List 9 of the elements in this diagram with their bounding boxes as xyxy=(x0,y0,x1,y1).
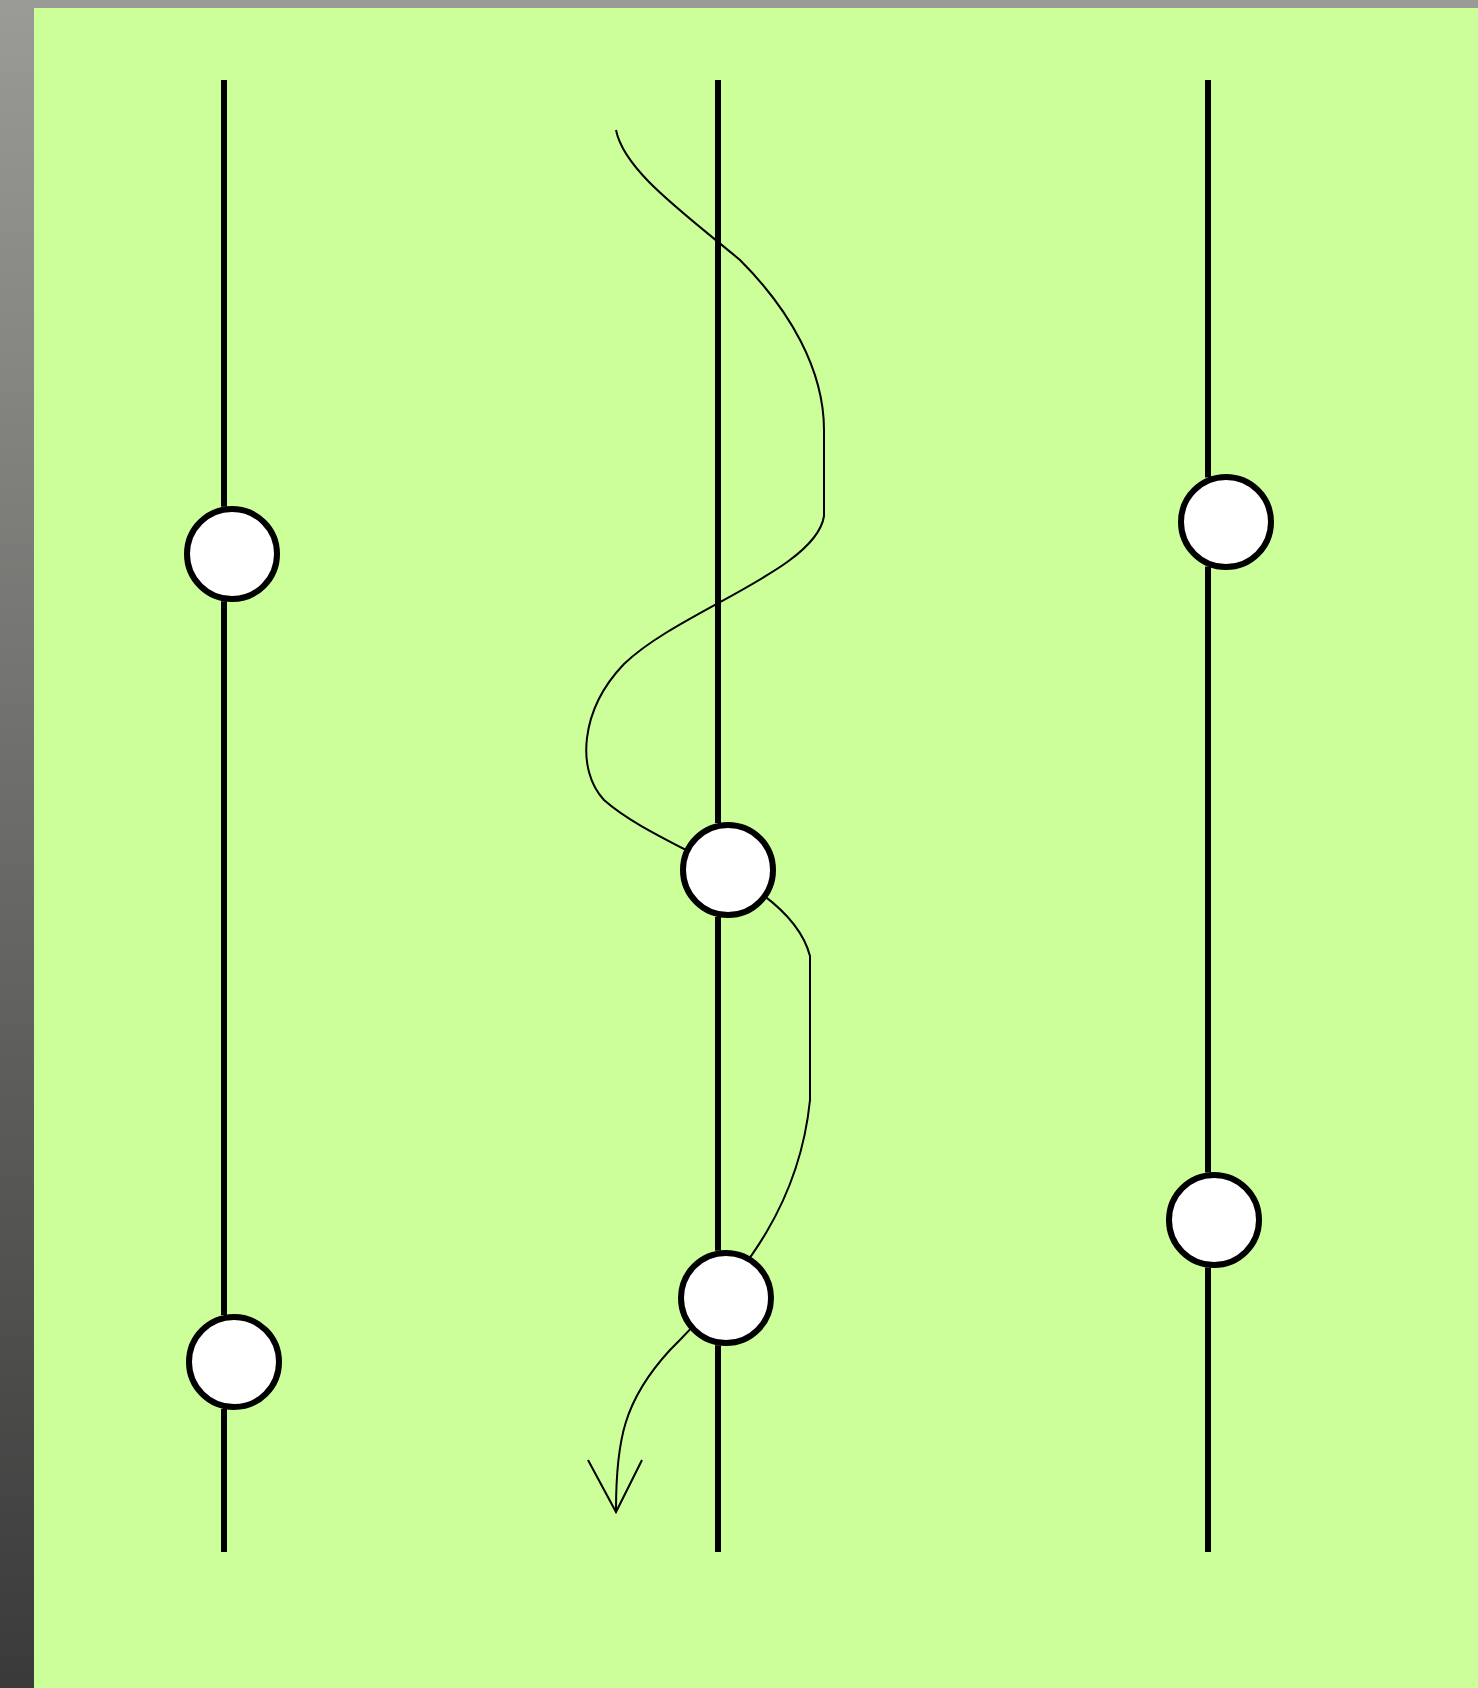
wire-line xyxy=(1205,80,1211,478)
wire-line xyxy=(1205,566,1211,1173)
wire-line xyxy=(221,601,227,1316)
wire-line xyxy=(715,80,721,824)
wire-line xyxy=(715,1345,721,1552)
wire-line xyxy=(715,916,721,1251)
wire-line xyxy=(1205,1267,1211,1552)
wire-line xyxy=(221,1408,227,1552)
wire-line xyxy=(221,80,227,507)
